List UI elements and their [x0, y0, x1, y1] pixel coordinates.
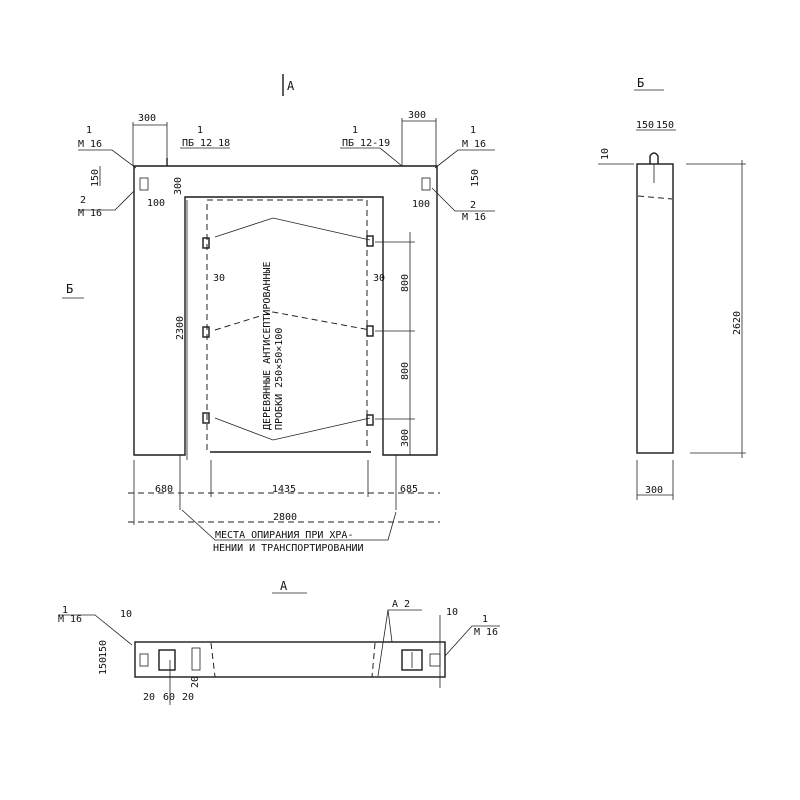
plug: [366, 414, 374, 426]
drawing-line: [340, 147, 403, 167]
dimension-label: 1: [482, 614, 488, 625]
dimension-label: 30: [373, 273, 385, 284]
dimension-label: 10: [120, 609, 132, 620]
dimension-label: М 16: [58, 614, 82, 625]
dimension-label: А 2: [392, 599, 410, 610]
dimension-label: 2800: [273, 512, 297, 523]
drawing-line: [377, 609, 422, 677]
dimension-label: МЕСТА ОПИРАНИЯ ПРИ ХРА-: [215, 530, 353, 541]
dimension-label: М 16: [474, 627, 498, 638]
drawing-line: [158, 649, 176, 671]
dimension-label: 1: [62, 605, 68, 616]
dimension-label: 150: [470, 169, 481, 187]
dimension-label: 1435: [272, 484, 296, 495]
dimension-label: Б: [66, 282, 73, 296]
drawing-line: [637, 195, 673, 200]
dimension-label: 150: [636, 120, 654, 131]
dimension-label: 2300: [175, 316, 186, 340]
dimension-label: 150: [656, 120, 674, 131]
plug: [202, 326, 210, 338]
drawing-line: [191, 647, 201, 671]
dimension-label: 800: [400, 362, 411, 380]
dimension-label: 1: [86, 125, 92, 136]
dimension-label: 20: [190, 676, 201, 688]
plug: [202, 237, 210, 249]
dimension-label: 300: [645, 485, 663, 496]
plan-view: А 1 М 16 10 150 150 20 60 20 20 А 2 10 1…: [58, 579, 500, 705]
dimension-label: НЕНИИ И ТРАНСПОРТИРОВАНИИ: [213, 543, 364, 554]
dimension-label: 800: [400, 274, 411, 292]
dimension-label: 20: [143, 692, 155, 703]
drawing-line: [210, 642, 216, 678]
dimension-label: 10: [446, 607, 458, 618]
dimension-label: Б: [637, 76, 644, 90]
side-view: Б 150 150 10 2620 300: [598, 76, 746, 500]
section-mark: А: [287, 79, 295, 93]
dimension-label: 100: [412, 199, 430, 210]
dimension-label: 2: [470, 200, 476, 211]
plug-leader: [214, 217, 371, 241]
drawing-line: [429, 653, 441, 667]
drawing-line: [78, 190, 135, 211]
dim-300: 300: [138, 113, 156, 124]
dimension-label: 1: [352, 125, 358, 136]
plug: [366, 235, 374, 247]
side-outline: [636, 163, 674, 454]
dimension-label: 300: [173, 177, 184, 195]
drawing-line: [444, 625, 500, 657]
plug: [366, 325, 374, 337]
plug-leader: [214, 311, 371, 331]
dimension-label: 150: [90, 169, 101, 187]
dimension-label: М 16: [78, 208, 102, 219]
dimension-label: А: [280, 579, 288, 593]
frame-outline: [133, 165, 438, 456]
drawing-line: [371, 642, 376, 678]
dimension-label: 10: [600, 148, 611, 160]
dimension-label: 1: [197, 125, 203, 136]
inner-dashed-contour: [206, 199, 368, 450]
plan-outline: [134, 641, 446, 678]
drawing-line: [431, 187, 495, 212]
drawing-line: [139, 177, 149, 191]
dimension-label: 60: [163, 692, 175, 703]
dimension-label: М 16: [462, 212, 486, 223]
front-view: А ДЕРЕВЯННЫЕ АНТИСЕПТИРОВАННЫЕ ПРОБКИ 25…: [62, 74, 495, 554]
drawing-line: [78, 149, 137, 169]
lifting-loop: [649, 152, 659, 164]
drawing-line: [139, 653, 149, 667]
dimension-label: 2620: [732, 311, 743, 335]
dimension-label: 300: [400, 429, 411, 447]
dimension-label: М 16: [462, 139, 486, 150]
plug: [202, 412, 210, 424]
dimension-label: М 16: [78, 139, 102, 150]
dimension-label: 685: [400, 484, 418, 495]
drawing-line: [387, 609, 393, 643]
dimension-label: 2: [80, 195, 86, 206]
dimension-label: 1: [470, 125, 476, 136]
dimension-label: 680: [155, 484, 173, 495]
dimension-label: ПБ 12-19: [342, 138, 390, 149]
note-struts-1: ДЕРЕВЯННЫЕ АНТИСЕПТИРОВАННЫЕ: [262, 261, 273, 430]
drawing-line: [401, 649, 423, 671]
dimension-label: 150: [98, 640, 109, 658]
drawing-line: [58, 614, 133, 646]
dimension-label: 150: [98, 657, 109, 675]
drawing-line: [421, 177, 431, 191]
dimension-label: 100: [147, 198, 165, 209]
dimension-label: 30: [213, 273, 225, 284]
drawing-line: [181, 509, 397, 541]
note-struts-2: ПРОБКИ 250×50×100: [274, 328, 285, 430]
dimension-label: 20: [182, 692, 194, 703]
dimension-label: 300: [408, 110, 426, 121]
drawing-line: [434, 149, 495, 169]
dimension-label: ПБ 12 18: [182, 138, 230, 149]
plug-leader: [214, 417, 371, 441]
